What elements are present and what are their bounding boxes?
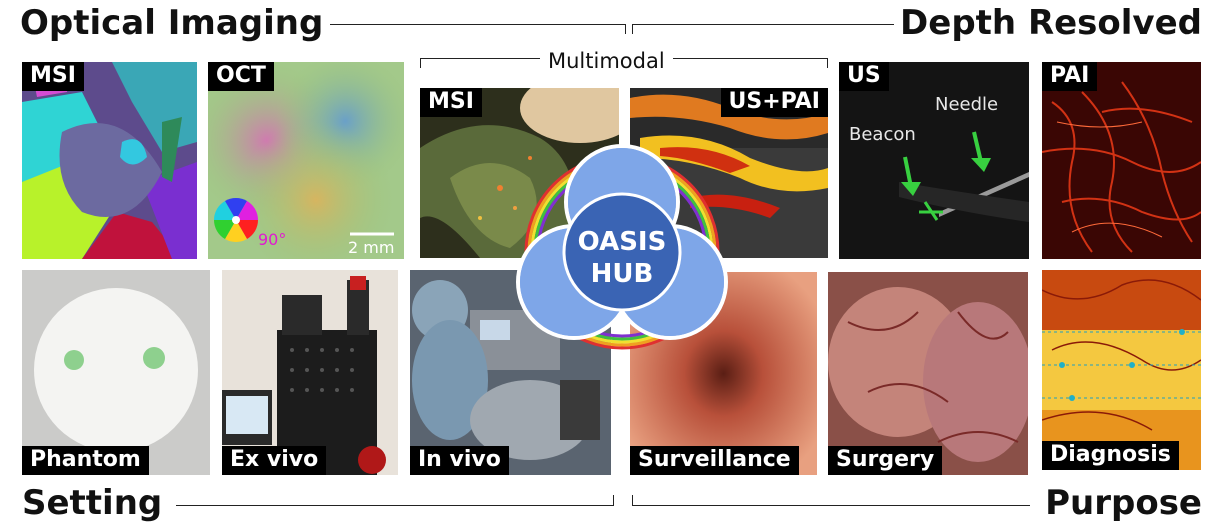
oct-scale-label: 2 mm bbox=[348, 238, 395, 257]
phantom-image bbox=[22, 270, 210, 475]
rule-top-left bbox=[330, 24, 626, 25]
diagnosis-image bbox=[1042, 270, 1201, 470]
heading-purpose: Purpose bbox=[1045, 483, 1202, 523]
rule-bottom-right bbox=[632, 505, 1030, 506]
hub-line1: OASIS bbox=[578, 227, 667, 257]
multimodal-bracket-left bbox=[420, 58, 421, 68]
us-beacon-label: Beacon bbox=[849, 124, 916, 145]
hub-line2: HUB bbox=[591, 259, 654, 289]
panel-us: US Needle Beacon bbox=[839, 62, 1029, 259]
label-oct: OCT bbox=[208, 62, 274, 91]
label-ex-vivo: Ex vivo bbox=[222, 446, 327, 475]
rule-top-left-tick bbox=[625, 24, 626, 34]
label-phantom: Phantom bbox=[22, 446, 149, 475]
oct-image bbox=[208, 62, 404, 259]
msi-segmentation-image bbox=[22, 62, 197, 259]
panel-surgery: Surgery bbox=[828, 272, 1028, 475]
rule-bottom-left-tick bbox=[613, 495, 614, 505]
us-needle-label: Needle bbox=[935, 94, 999, 115]
rule-top-right-tick bbox=[632, 24, 633, 34]
label-msi: MSI bbox=[22, 62, 84, 91]
us-image bbox=[839, 62, 1029, 259]
label-surveillance: Surveillance bbox=[630, 446, 799, 475]
heading-depth-resolved: Depth Resolved bbox=[900, 3, 1202, 43]
panel-oct: OCT 90° 2 mm bbox=[208, 62, 404, 259]
heading-optical-imaging: Optical Imaging bbox=[20, 3, 324, 43]
panel-ex-vivo: Ex vivo bbox=[222, 270, 398, 475]
oct-angle-label: 90° bbox=[258, 230, 287, 249]
label-diagnosis: Diagnosis bbox=[1042, 441, 1179, 470]
rule-bottom-right-tick bbox=[632, 495, 633, 505]
label-us-pai: US+PAI bbox=[720, 88, 828, 117]
label-pai: PAI bbox=[1042, 62, 1098, 91]
heading-setting: Setting bbox=[22, 483, 163, 523]
panel-phantom: Phantom bbox=[22, 270, 210, 475]
multimodal-label: Multimodal bbox=[540, 51, 673, 72]
label-us: US bbox=[839, 62, 889, 91]
panel-diagnosis: Diagnosis bbox=[1042, 270, 1201, 470]
ex-vivo-image bbox=[222, 270, 398, 475]
panel-pai: PAI bbox=[1042, 62, 1201, 259]
label-in-vivo: In vivo bbox=[410, 446, 509, 475]
rule-top-right bbox=[632, 24, 894, 25]
pai-image bbox=[1042, 62, 1201, 259]
label-msi-multimodal: MSI bbox=[420, 88, 482, 117]
panel-msi-segmentation: MSI bbox=[22, 62, 197, 259]
panel-surveillance: Surveillance bbox=[630, 272, 817, 475]
multimodal-bracket-right bbox=[827, 58, 828, 68]
oasis-hub-logo: OASIS HUB bbox=[516, 144, 728, 350]
label-surgery: Surgery bbox=[828, 446, 943, 475]
rule-bottom-left bbox=[176, 505, 614, 506]
surgery-image bbox=[828, 272, 1028, 475]
